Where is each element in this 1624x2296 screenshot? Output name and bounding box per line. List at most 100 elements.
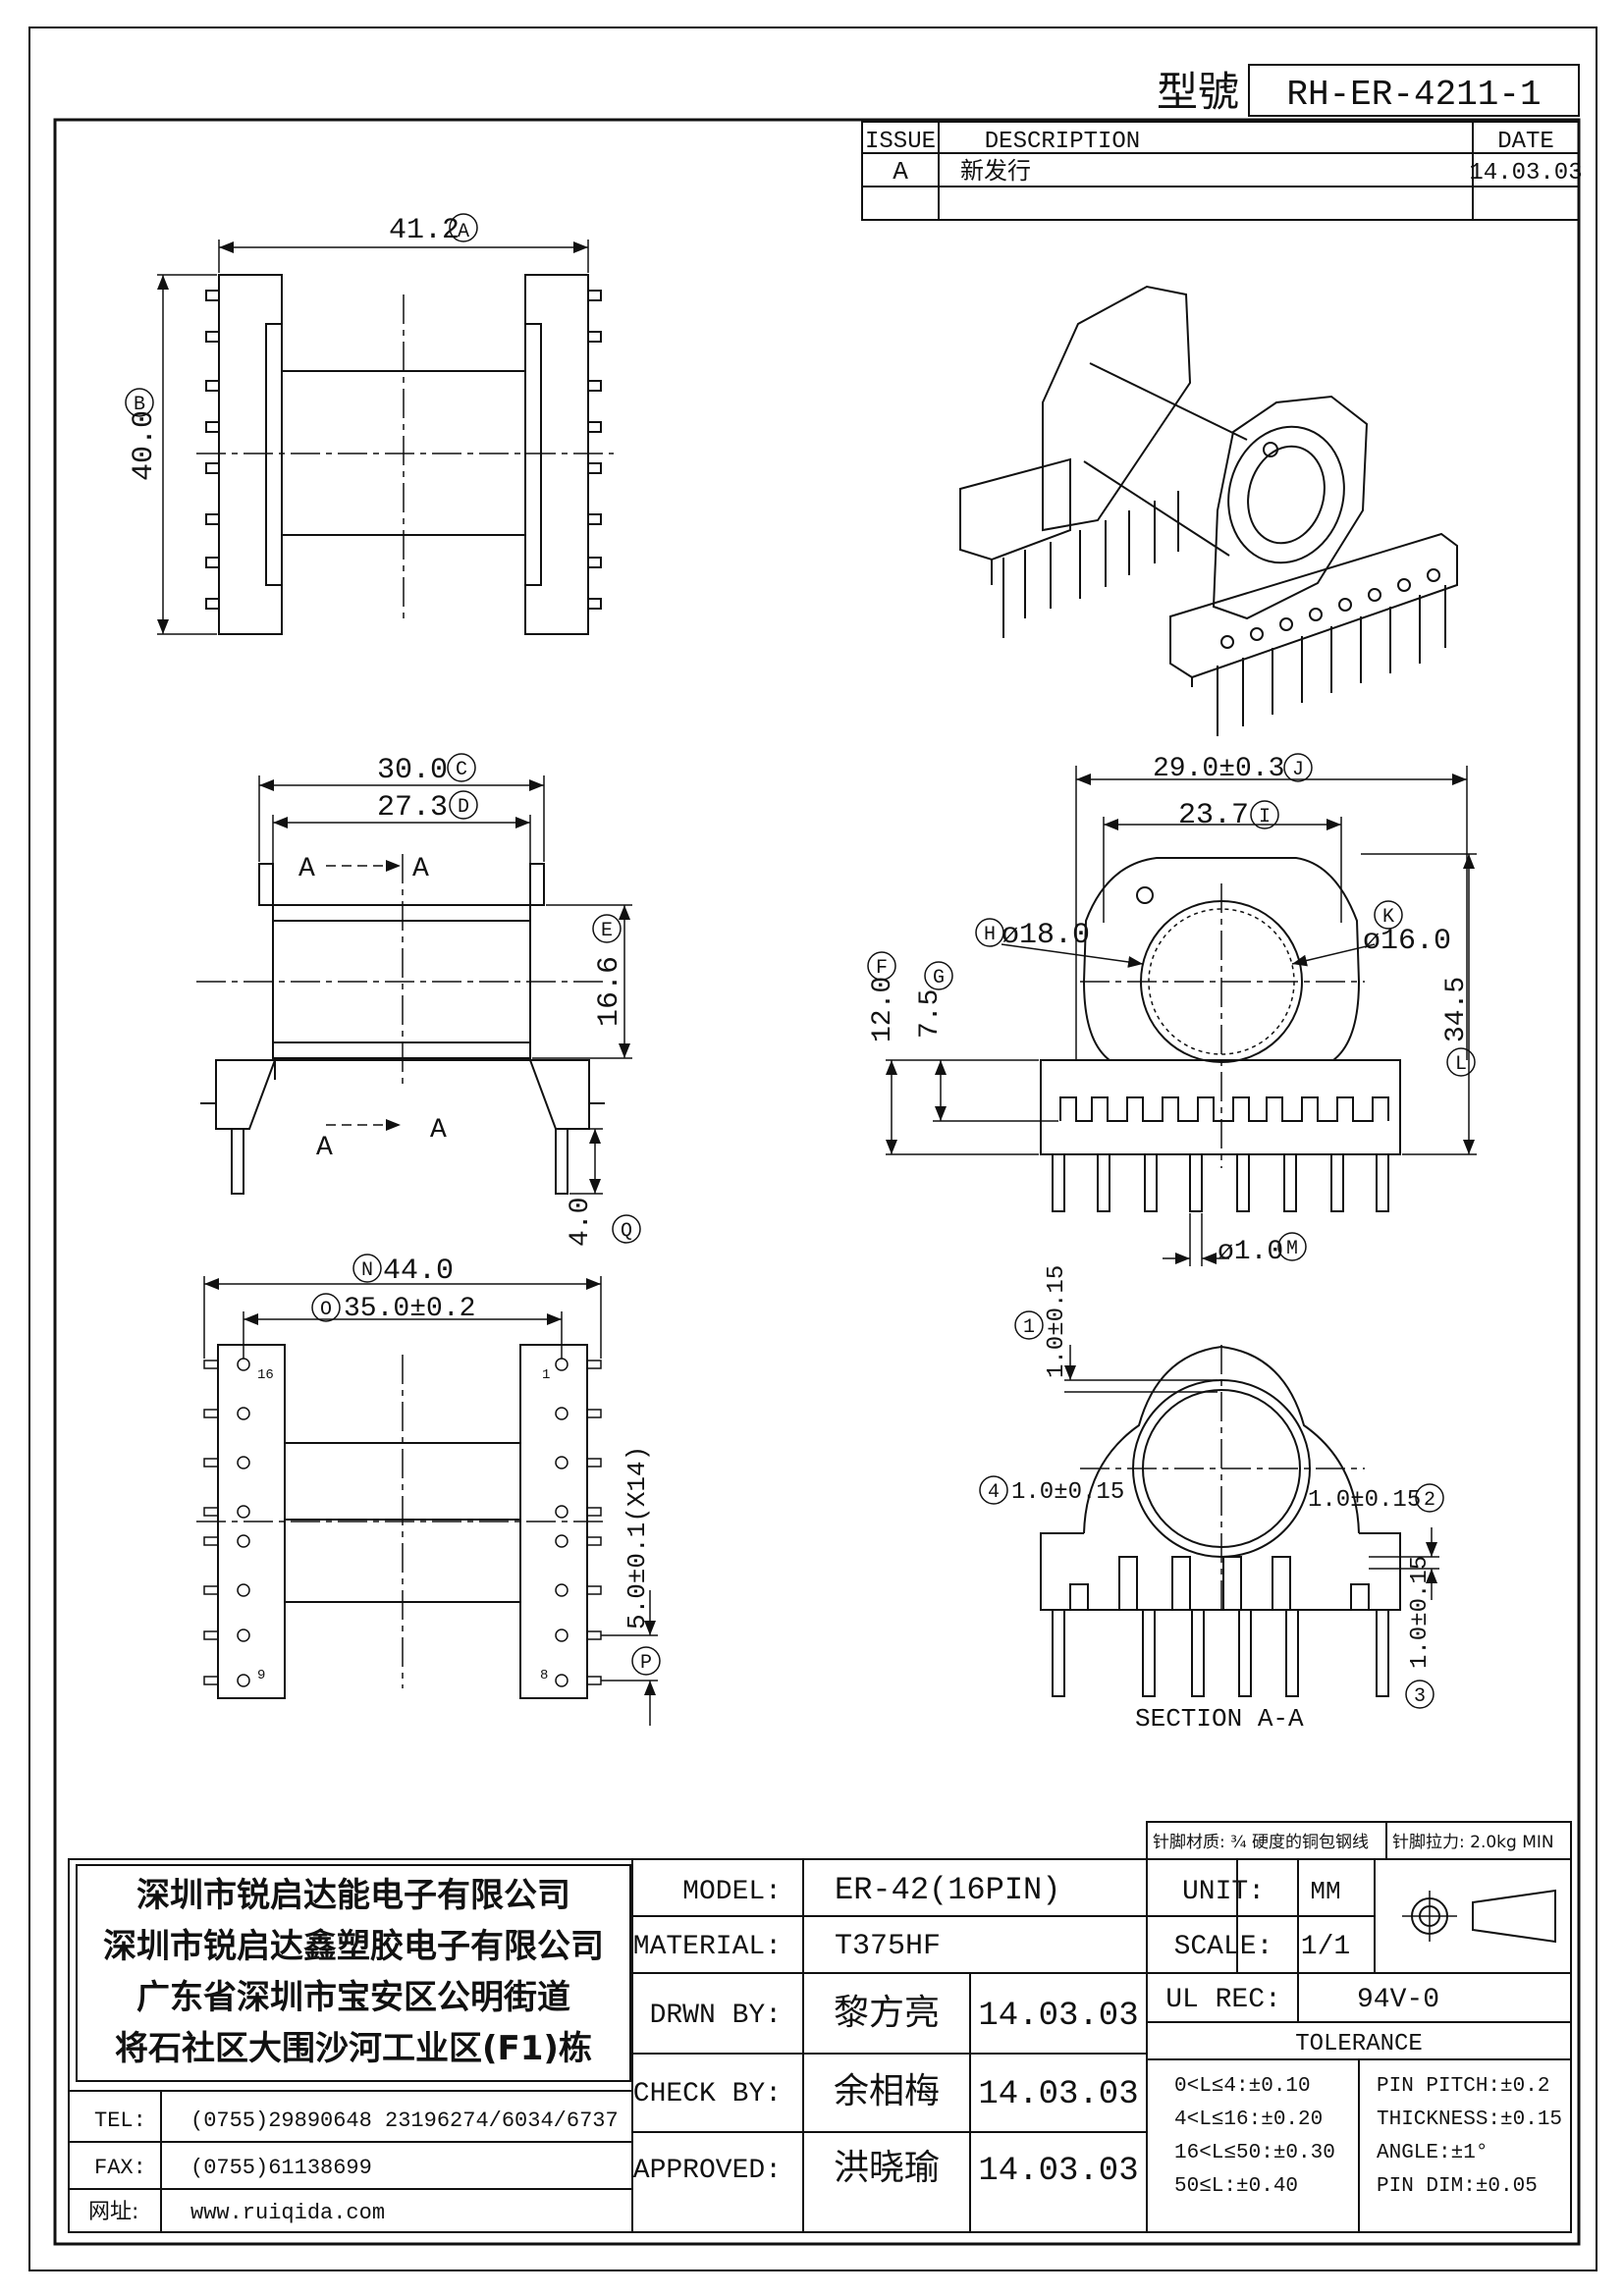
tag-o: O: [320, 1299, 332, 1321]
dim-q-value: 4.0: [566, 1198, 596, 1247]
tolerance-angle: ANGLE:±1°: [1377, 2142, 1488, 2164]
approved-by-date: 14.03.03: [978, 2153, 1138, 2190]
section-mark-top-left: A: [298, 854, 315, 884]
dim-f-value: 12.0: [868, 977, 898, 1042]
scale-value: 1/1: [1301, 1932, 1350, 1962]
tag-1: 1: [1023, 1316, 1035, 1339]
company-line-2: 深圳市锐启达鑫塑胶电子有限公司: [103, 1927, 604, 1966]
tel-value: (0755)29890648 23196274/6034/6737: [190, 2109, 619, 2133]
dim-m-value: ø1.0: [1218, 1237, 1283, 1267]
inner-border: [53, 118, 1581, 2246]
rev-col-issue: ISSUE: [865, 129, 936, 155]
rev-issue: A: [893, 157, 908, 187]
pin-number-1: 1: [542, 1367, 550, 1383]
tag-e: E: [601, 920, 613, 942]
tag-2: 2: [1424, 1489, 1435, 1512]
dim-g-value: 7.5: [915, 989, 946, 1039]
fax-value: (0755)61138699: [190, 2156, 372, 2180]
dim-4-value: 1.0±0.15: [1011, 1479, 1124, 1506]
tag-n: N: [361, 1259, 373, 1282]
unit-label: UNIT:: [1182, 1877, 1265, 1907]
dim-c-value: 30.0: [377, 754, 448, 787]
tolerance-row-1: 0<L≤4:±0.10: [1174, 2075, 1311, 2098]
tag-p: P: [640, 1652, 652, 1675]
tag-l: L: [1455, 1053, 1467, 1076]
isometric-view: [959, 285, 1458, 736]
rev-date: 14.03.03: [1469, 160, 1582, 187]
tag-d: D: [458, 796, 469, 819]
tolerance-row-4: 50≤L:±0.40: [1174, 2175, 1298, 2198]
dim-3-value: 1.0±0.15: [1407, 1556, 1434, 1669]
tag-h: H: [984, 924, 996, 946]
dim-p-value: 5.0±0.1(X14): [623, 1446, 652, 1629]
tag-m: M: [1286, 1238, 1298, 1260]
dim-l-value: 34.5: [1441, 977, 1472, 1042]
drawn-by-label: DRWN BY:: [650, 2001, 782, 2031]
dim-e-value: 16.6: [593, 956, 626, 1027]
model-label: 型號: [1157, 68, 1239, 116]
checked-by-label: CHECK BY:: [633, 2079, 782, 2109]
tolerance-label: TOLERANCE: [1295, 2031, 1423, 2057]
model-number-box: [1248, 64, 1580, 117]
front-view: [886, 766, 1477, 1266]
tag-4: 4: [988, 1481, 1000, 1504]
section-mark-bottom-right: A: [430, 1115, 447, 1146]
dim-o-value: 35.0±0.2: [344, 1294, 475, 1324]
tag-3: 3: [1414, 1685, 1426, 1708]
tolerance-pin-pitch: PIN PITCH:±0.2: [1377, 2075, 1549, 2098]
material-field-value: T375HF: [835, 1930, 941, 1963]
tag-a: A: [458, 221, 469, 243]
company-line-3: 广东省深圳市宝安区公明街道: [136, 1978, 570, 2017]
projection-symbol: [1402, 1889, 1556, 1944]
tolerance-row-2: 4<L≤16:±0.20: [1174, 2109, 1323, 2131]
checked-by-name: 余相梅: [834, 2071, 940, 2111]
tag-j: J: [1292, 759, 1304, 781]
pin-number-16: 16: [257, 1367, 274, 1383]
rev-description: 新发行: [960, 157, 1031, 185]
dim-b-value: 40.0: [128, 410, 161, 481]
tag-i: I: [1259, 806, 1271, 828]
pin-number-8: 8: [540, 1668, 548, 1683]
dim-1-value: 1.0±0.15: [1044, 1265, 1070, 1378]
tel-label: TEL:: [94, 2109, 146, 2133]
fax-label: FAX:: [94, 2156, 146, 2180]
dim-a-value: 41.2: [389, 214, 460, 247]
section-view: [1040, 1345, 1439, 1697]
company-line-4: 将石社区大围沙河工业区(F1)栋: [115, 2029, 592, 2068]
drawn-by-date: 14.03.03: [978, 1998, 1138, 2035]
side-view: [196, 775, 632, 1195]
tag-g: G: [933, 967, 945, 989]
revision-table: [861, 121, 1580, 221]
material-field-label: MATERIAL:: [633, 1932, 782, 1962]
dim-d-value: 27.3: [377, 791, 448, 825]
tag-k: K: [1382, 906, 1394, 929]
company-line-1: 深圳市锐启达能电子有限公司: [136, 1876, 570, 1915]
dimension-tag-circles: [125, 213, 1476, 1709]
ul-rec-value: 94V-0: [1357, 1985, 1439, 2015]
dim-i-value: 23.7: [1178, 799, 1249, 832]
title-block-frame: [68, 1821, 1572, 2233]
model-number: RH-ER-4211-1: [1286, 75, 1541, 115]
pin-pull-note: 针脚拉力: 2.0kg MIN: [1392, 1833, 1554, 1852]
model-field-value: ER-42(16PIN): [835, 1872, 1060, 1908]
dim-n-value: 44.0: [383, 1255, 454, 1288]
dim-2-value: 1.0±0.15: [1308, 1487, 1421, 1514]
approved-by-name: 洪晓瑜: [834, 2148, 940, 2188]
dim-k-value: ø16.0: [1363, 925, 1451, 958]
tag-c: C: [456, 759, 467, 781]
rev-col-date: DATE: [1497, 129, 1554, 155]
dim-j-value: 29.0±0.3: [1153, 754, 1284, 784]
tag-q: Q: [621, 1220, 632, 1243]
rev-col-description: DESCRIPTION: [985, 129, 1140, 155]
section-mark-top-right: A: [412, 854, 429, 884]
scale-label: SCALE:: [1174, 1932, 1273, 1962]
pin-number-9: 9: [257, 1668, 265, 1683]
tolerance-pin-dim: PIN DIM:±0.05: [1377, 2175, 1538, 2198]
drawn-by-name: 黎方亮: [834, 1993, 940, 2033]
section-mark-bottom-left: A: [316, 1133, 333, 1163]
web-label: 网址:: [88, 2200, 138, 2224]
pin-material-note: 针脚材质: ¾ 硬度的铜包钢线: [1153, 1833, 1369, 1852]
checked-by-date: 14.03.03: [978, 2076, 1138, 2113]
tag-f: F: [876, 957, 888, 980]
